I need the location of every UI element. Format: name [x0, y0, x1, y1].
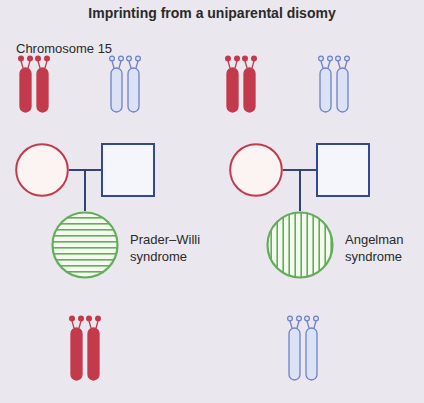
- affected-child-symbol-outline: [51, 211, 119, 279]
- pedigree-line: [85, 170, 101, 211]
- affected-child-symbol: Angelman syndrome: [266, 211, 334, 279]
- pedigree-line: [283, 169, 316, 171]
- chromosome: [336, 56, 350, 112]
- pedigree-line: [69, 170, 85, 211]
- female-symbol: [229, 143, 283, 197]
- pedigree-line: [283, 170, 300, 211]
- chromosome: [319, 56, 333, 112]
- male-symbol-outline: [316, 143, 370, 197]
- male-symbol: [316, 143, 370, 197]
- pedigree-line: [69, 169, 101, 171]
- male-symbol: [101, 143, 155, 197]
- diagram-title: Imprinting from a uniparental disomy: [0, 5, 424, 22]
- chromosome: [226, 56, 240, 112]
- chromosome: [70, 316, 84, 380]
- syndrome-label: Prader–Willi syndrome: [130, 231, 208, 265]
- chromosome: [288, 316, 302, 380]
- chromosome: [127, 56, 141, 112]
- pedigree-line: [300, 170, 316, 211]
- male-symbol-outline: [101, 143, 155, 197]
- chromosome: [110, 56, 124, 112]
- female-symbol: [15, 143, 69, 197]
- female-symbol-outline: [229, 143, 283, 197]
- affected-child-symbol: Prader–Willi syndrome: [51, 211, 119, 279]
- chromosome: [19, 56, 33, 112]
- chromosome: [243, 56, 257, 112]
- chromosome: [87, 316, 101, 380]
- chromosome: [305, 316, 319, 380]
- chromosome-label: Chromosome 15: [16, 41, 112, 57]
- chromosome: [36, 56, 50, 112]
- female-symbol-outline: [15, 143, 69, 197]
- syndrome-label: Angelman syndrome: [345, 231, 423, 265]
- affected-child-symbol-outline: [266, 211, 334, 279]
